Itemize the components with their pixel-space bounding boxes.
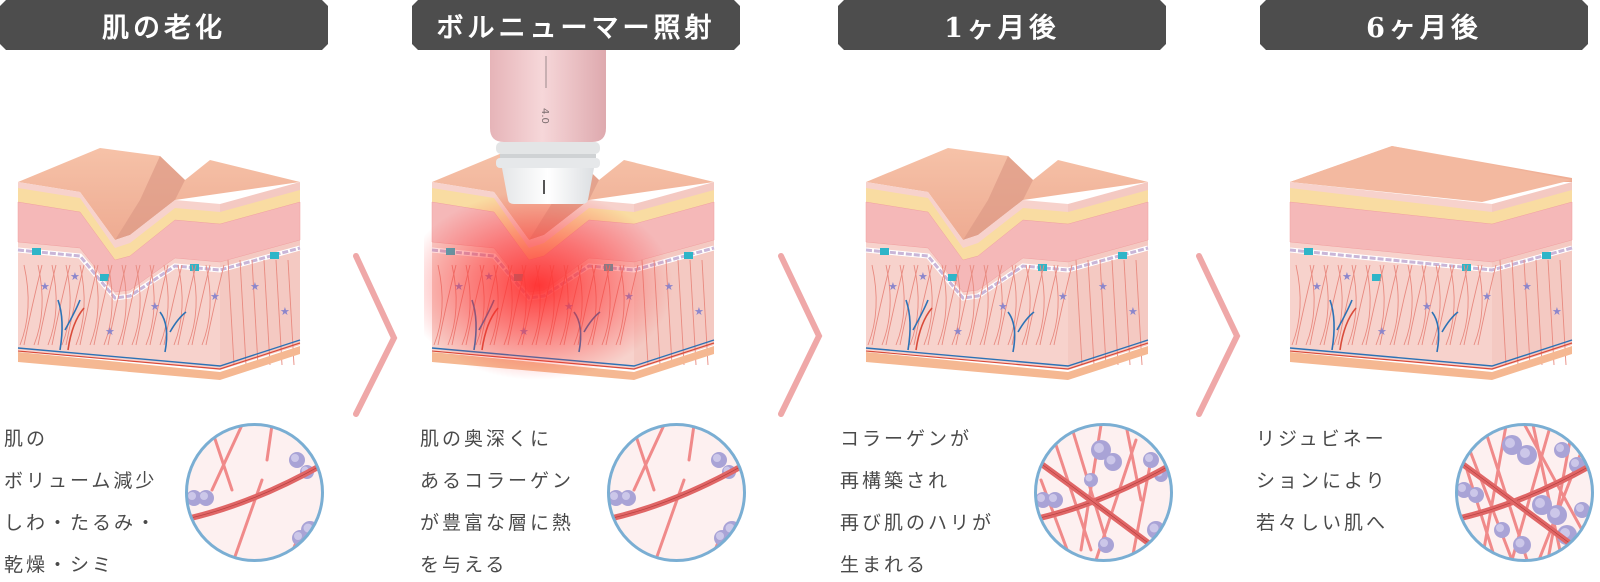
desc-line: 若々しい肌へ <box>1256 512 1389 534</box>
svg-text:★: ★ <box>1128 305 1138 318</box>
svg-text:★: ★ <box>250 280 260 293</box>
stage-six-months: 6ヶ月後 ★ ★ ★ ★ ★ ★ ★ リジュビネー ションにより 若々しい肌へ <box>1256 0 1600 582</box>
desc-line: ボリューム減少 <box>4 470 158 492</box>
desc-line: が豊富な層に熱 <box>420 512 575 534</box>
stage-treatment: ボルニューマー照射 ★★★★★★★ 4.0 <box>424 0 754 582</box>
collagen-magnified-icon <box>1455 423 1594 562</box>
svg-text:★: ★ <box>40 280 50 293</box>
device-scale-label: 4.0 <box>539 108 550 124</box>
svg-text:★: ★ <box>1342 270 1352 283</box>
desc-line: 再び肌のハリが <box>840 512 995 534</box>
skin-cross-section-smooth-icon: ★ ★ ★ ★ ★ ★ ★ <box>1289 146 1573 380</box>
stage-title: 1ヶ月後 <box>838 0 1166 50</box>
desc-line: ションにより <box>1256 470 1388 492</box>
desc-line: を与える <box>420 554 508 576</box>
chevron-right-icon <box>778 253 823 417</box>
svg-text:★: ★ <box>70 270 80 283</box>
svg-text:★: ★ <box>953 325 963 338</box>
svg-text:★: ★ <box>1422 300 1432 313</box>
desc-line: 生まれる <box>840 554 929 576</box>
desc-line: 肌の奥深くに <box>420 428 553 450</box>
stage-description: 肌の ボリューム減少 しわ・たるみ・ 乾燥・シミ <box>4 418 184 582</box>
stage-title: 6ヶ月後 <box>1260 0 1588 50</box>
svg-text:★: ★ <box>1312 280 1322 293</box>
stage-title: 肌の老化 <box>0 0 328 50</box>
desc-line: あるコラーゲン <box>420 470 575 492</box>
svg-text:★: ★ <box>998 300 1008 313</box>
desc-line: リジュビネー <box>1256 428 1387 450</box>
stage-title: ボルニューマー照射 <box>412 0 740 50</box>
svg-text:★: ★ <box>1377 325 1387 338</box>
skin-cross-section-wrinkled-icon: ★ ★ ★ ★ ★ ★ ★ <box>865 148 1149 380</box>
desc-line: しわ・たるみ・ <box>4 512 159 534</box>
svg-text:★: ★ <box>1098 280 1108 293</box>
ultrasound-device-icon: 4.0 <box>490 50 606 204</box>
chevron-right-icon <box>353 253 398 417</box>
svg-text:★: ★ <box>210 290 220 303</box>
collagen-magnified-icon <box>1034 423 1173 562</box>
stage-one-month: 1ヶ月後 ★★★★★★★ コラーゲンが 再構築され 再び肌のハリが 生まれる <box>848 0 1178 582</box>
svg-text:★: ★ <box>1522 280 1532 293</box>
stage-aging: 肌の老化 ★ ★ ★ ★ ★ ★ ★ 肌の ボリューム減少 しわ・たるみ・ 乾燥・シミ <box>0 0 330 582</box>
chevron-right-icon <box>1196 253 1241 417</box>
svg-text:★: ★ <box>150 300 160 313</box>
skin-cross-section-wrinkled-icon: ★ ★ ★ ★ ★ ★ ★ <box>17 148 301 380</box>
desc-line: 再構築され <box>840 470 951 492</box>
svg-text:★: ★ <box>1552 305 1562 318</box>
desc-line: コラーゲンが <box>840 428 973 450</box>
svg-text:★: ★ <box>280 305 290 318</box>
stage-description: リジュビネー ションにより 若々しい肌へ <box>1256 418 1436 544</box>
svg-text:★: ★ <box>1058 290 1068 303</box>
svg-text:★: ★ <box>105 325 115 338</box>
svg-text:★: ★ <box>888 280 898 293</box>
svg-text:★: ★ <box>1482 290 1492 303</box>
desc-line: 乾燥・シミ <box>4 554 115 576</box>
svg-text:★: ★ <box>918 270 928 283</box>
stage-description: コラーゲンが 再構築され 再び肌のハリが 生まれる <box>840 418 1020 582</box>
stage-description: 肌の奥深くに あるコラーゲン が豊富な層に熱 を与える <box>420 418 600 582</box>
collagen-magnified-icon <box>185 423 324 562</box>
collagen-magnified-icon <box>607 423 746 562</box>
desc-line: 肌の <box>4 428 49 450</box>
